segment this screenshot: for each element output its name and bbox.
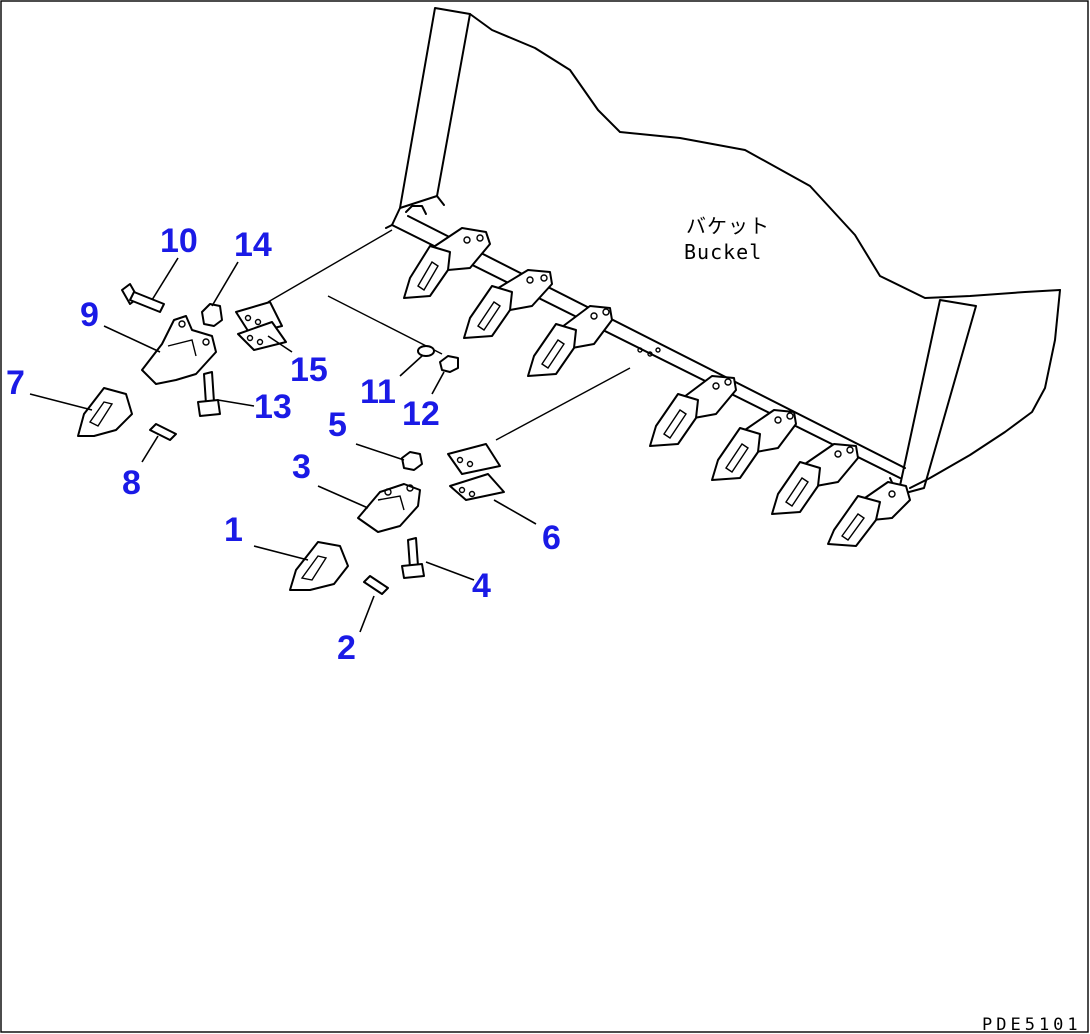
callout-9: 9 xyxy=(80,296,99,334)
tooth-7 xyxy=(827,481,911,547)
tooth-3 xyxy=(527,305,613,377)
callout-1: 1 xyxy=(224,511,243,549)
callout-11: 11 xyxy=(360,373,396,411)
leader-lines xyxy=(29,257,537,633)
part-6-shim xyxy=(447,443,505,501)
drawing-code: PDE5101 xyxy=(982,1015,1082,1034)
part-14-nut xyxy=(201,303,223,327)
callout-8: 8 xyxy=(122,464,141,502)
callout-5: 5 xyxy=(328,406,347,444)
part-8-pin xyxy=(149,423,177,441)
part-1-tooth xyxy=(289,541,349,591)
callout-7: 7 xyxy=(6,364,25,402)
assembly-lines xyxy=(267,229,631,441)
callout-6: 6 xyxy=(542,519,561,557)
callout-4: 4 xyxy=(472,567,491,605)
tooth-2 xyxy=(463,269,553,339)
part-3-adapter xyxy=(357,483,421,533)
part-5-nut xyxy=(401,451,423,471)
callout-10: 10 xyxy=(160,222,198,260)
tooth-6 xyxy=(771,443,859,515)
callout-3: 3 xyxy=(292,448,311,486)
tooth-1 xyxy=(403,227,491,299)
part-12-nut xyxy=(439,355,459,373)
bucket-teeth xyxy=(403,227,911,547)
part-9-adapter xyxy=(141,315,217,385)
part-7-tooth xyxy=(77,387,133,437)
part-11-washer xyxy=(417,345,435,357)
part-4-bolt xyxy=(401,537,425,579)
part-15-shim xyxy=(235,301,287,351)
callout-2: 2 xyxy=(337,629,356,667)
tooth-5 xyxy=(711,409,797,481)
bucket-label-en: Buckel xyxy=(684,240,762,264)
callout-15: 15 xyxy=(290,351,328,389)
part-13-bolt xyxy=(197,371,221,417)
callout-14: 14 xyxy=(234,226,272,264)
tooth-4 xyxy=(649,375,737,447)
part-2-pin xyxy=(363,575,389,595)
bucket-label-jp: バケット xyxy=(686,214,770,238)
callout-12: 12 xyxy=(402,395,440,433)
part-10-bolt xyxy=(121,283,165,313)
callout-13: 13 xyxy=(254,388,292,426)
